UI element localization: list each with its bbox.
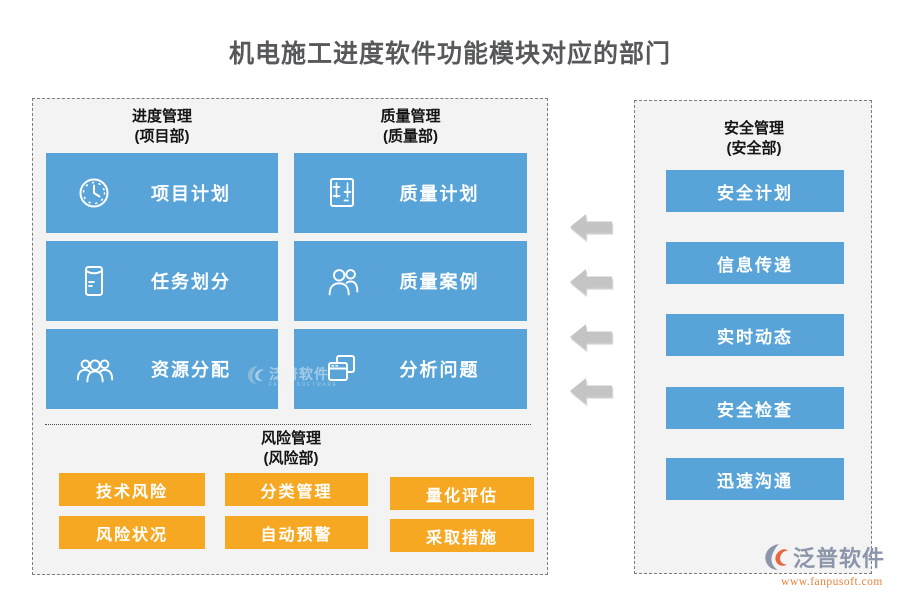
group-header-risk: 风险管理 (风险部): [33, 429, 549, 469]
group-title: 进度管理: [131, 108, 192, 125]
group-title: 安全管理: [723, 120, 784, 137]
clock-icon: [74, 173, 114, 213]
risk-section-divider: [45, 424, 531, 425]
risk-button-technical-risk[interactable]: 技术风险: [59, 473, 205, 506]
envelope-icon: [74, 261, 114, 301]
group-title: 质量管理: [380, 108, 441, 125]
arrow-left-icon: [570, 378, 612, 404]
group-subtitle: (项目部): [134, 128, 190, 145]
arrow-left-icon: [570, 324, 612, 350]
module-quality-case[interactable]: 质量案例: [294, 241, 527, 321]
checklist-icon: [322, 173, 362, 213]
group-subtitle: (安全部): [726, 140, 782, 157]
module-label: 资源分配: [151, 360, 231, 380]
right-panel: 安全管理 (安全部) 安全计划 信息传递 实时动态 安全检查 迅速沟通: [634, 100, 872, 574]
logo-name: 泛普软件: [793, 546, 886, 571]
risk-button-classification[interactable]: 分类管理: [225, 473, 368, 506]
group-header-quality: 质量管理 (质量部): [294, 107, 527, 147]
windows-icon: [322, 349, 362, 389]
page-title: 机电施工进度软件功能模块对应的部门: [228, 40, 671, 68]
risk-button-quantitative-eval[interactable]: 量化评估: [390, 477, 534, 510]
group-header-progress: 进度管理 (项目部): [46, 107, 278, 147]
safety-button-safety-plan[interactable]: 安全计划: [666, 170, 844, 212]
arrow-left-icon: [570, 214, 612, 240]
fanpu-logo: 泛普软件 www.fanpusoft.com: [764, 543, 900, 588]
module-label: 任务划分: [151, 272, 231, 292]
module-label: 项目计划: [151, 184, 231, 204]
group-subtitle: (质量部): [383, 128, 438, 145]
group-title: 风险管理: [260, 430, 321, 447]
module-resource-allocation[interactable]: 资源分配: [46, 329, 278, 409]
group-header-safety: 安全管理 (安全部): [635, 119, 873, 159]
safety-button-realtime-status[interactable]: 实时动态: [666, 314, 844, 356]
safety-button-safety-check[interactable]: 安全检查: [666, 387, 844, 429]
risk-button-take-measures[interactable]: 采取措施: [390, 519, 534, 552]
team-icon: [74, 349, 114, 389]
module-label: 质量案例: [399, 272, 480, 292]
risk-button-auto-warning[interactable]: 自动预警: [225, 516, 368, 549]
module-label: 质量计划: [399, 184, 480, 204]
safety-button-quick-communication[interactable]: 迅速沟通: [666, 458, 844, 500]
people-icon: [322, 261, 362, 301]
group-subtitle: (风险部): [263, 450, 319, 467]
arrow-left-icon: [570, 269, 612, 295]
safety-button-info-transfer[interactable]: 信息传递: [666, 242, 844, 284]
risk-button-risk-status[interactable]: 风险状况: [59, 516, 205, 549]
module-project-plan[interactable]: 项目计划: [46, 153, 278, 233]
logo-url: www.fanpusoft.com: [781, 576, 883, 588]
module-quality-plan[interactable]: 质量计划: [294, 153, 527, 233]
module-analyze-problems[interactable]: 分析问题: [294, 329, 527, 409]
module-task-division[interactable]: 任务划分: [46, 241, 278, 321]
fanpu-logo-icon: [764, 543, 791, 575]
left-panel: 进度管理 (项目部) 质量管理 (质量部) 项目计划: [32, 98, 548, 575]
module-label: 分析问题: [399, 360, 480, 380]
